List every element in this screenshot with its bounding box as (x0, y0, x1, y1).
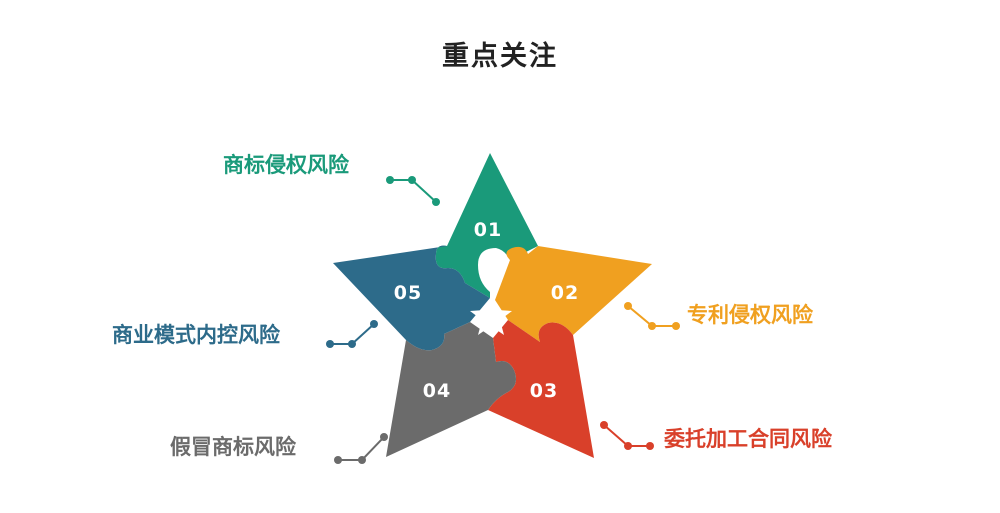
segment-05: 05 (333, 245, 490, 351)
segment-01-number: 01 (474, 219, 502, 241)
segment-02: 02 (495, 246, 652, 342)
connector-04 (334, 433, 388, 464)
segment-03-number: 03 (530, 380, 558, 402)
segment-01: 01 (435, 153, 538, 298)
segment-04: 04 (386, 322, 516, 457)
segment-04-shape (386, 322, 516, 457)
page-title: 重点关注 (442, 41, 558, 72)
segment-02-shape (495, 246, 652, 342)
segment-01-shape (435, 153, 538, 298)
segment-05-shape (333, 245, 490, 351)
label-04: 假冒商标风险 (170, 435, 297, 459)
connector-02 (624, 302, 680, 330)
connector-05 (326, 320, 378, 348)
segment-03-shape (488, 320, 594, 458)
label-02: 专利侵权风险 (687, 303, 814, 327)
label-05: 商业模式内控风险 (112, 323, 281, 347)
segment-05-number: 05 (394, 282, 422, 304)
connector-03 (600, 421, 654, 450)
label-01: 商标侵权风险 (223, 153, 350, 177)
label-03: 委托加工合同风险 (663, 427, 833, 451)
segment-03: 03 (488, 320, 594, 458)
segment-04-number: 04 (423, 380, 451, 402)
segment-02-number: 02 (551, 282, 579, 304)
connector-01 (386, 176, 440, 206)
center-star (470, 296, 512, 335)
